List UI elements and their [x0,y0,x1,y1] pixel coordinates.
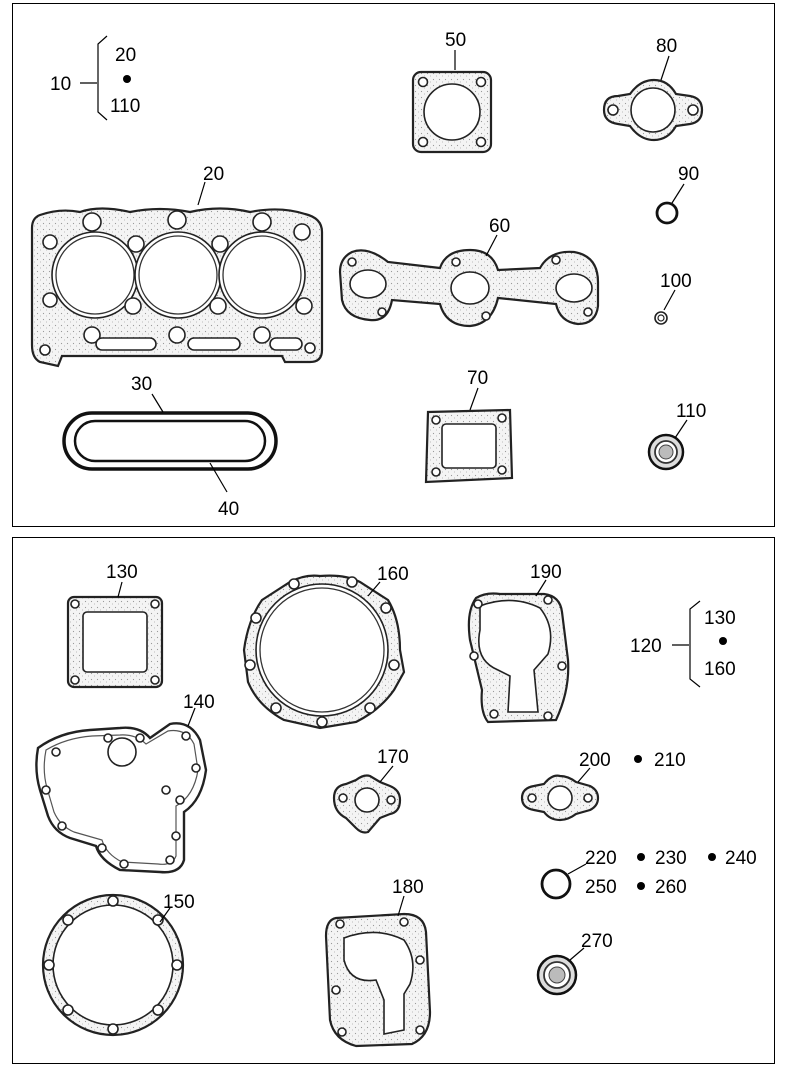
round-flange-gasket [41,893,185,1037]
callout-160: 160 [377,564,409,585]
water-pump-gasket-180 [324,912,432,1048]
callout-150: 150 [163,892,195,913]
two-bolt-gasket-170 [332,774,402,834]
callout-120-last: 160 [704,659,736,680]
gasket-kit-panel-bottom [12,537,775,1064]
callout-90: 90 [678,164,699,185]
callout-60: 60 [489,216,510,237]
o-ring-220 [540,868,572,900]
bullet-260 [637,882,645,890]
kit-bracket-120 [672,600,727,688]
square-gasket-130 [66,595,164,689]
bullet-240 [708,853,716,861]
callout-30: 30 [131,374,152,395]
callout-110: 110 [676,401,706,422]
o-ring-90 [655,201,679,225]
callout-10-last: 110 [110,96,140,117]
callout-70: 70 [467,368,488,389]
callout-130: 130 [106,562,138,583]
callout-210: 210 [654,750,686,771]
callout-260: 260 [655,877,687,898]
callout-180: 180 [392,877,424,898]
flywheel-housing-gasket [242,574,406,730]
callout-80: 80 [656,36,677,57]
bullet-230 [637,853,645,861]
callout-100: 100 [660,271,692,292]
callout-120-first: 130 [704,608,736,629]
small-seal-100 [654,311,668,325]
callout-10-first: 20 [115,45,136,66]
callout-270: 270 [581,931,613,952]
callout-20: 20 [203,164,224,185]
square-gasket-70 [424,408,514,484]
gear-case-gasket [35,722,208,874]
callout-240: 240 [725,848,757,869]
two-bolt-gasket-200 [520,774,600,822]
oil-seal-110 [647,433,685,471]
callout-250: 250 [585,877,617,898]
callout-190: 190 [530,562,562,583]
cylinder-head-gasket [30,207,324,368]
callout-220: 220 [585,848,617,869]
callout-10: 10 [50,74,71,95]
callout-170: 170 [377,747,409,768]
two-bolt-flange-gasket [602,78,704,142]
exhaust-manifold-gasket [338,248,600,328]
square-flange-gasket [411,70,493,154]
rocker-cover-gasket [62,411,278,471]
water-pump-gasket-190 [467,592,570,724]
oil-seal-270 [536,954,578,996]
kit-bracket-10 [80,35,131,121]
callout-230: 230 [655,848,687,869]
callout-120: 120 [630,636,662,657]
callout-140: 140 [183,692,215,713]
callout-200: 200 [579,750,611,771]
callout-50: 50 [445,30,466,51]
bullet-210 [634,755,642,763]
callout-40: 40 [218,499,239,520]
